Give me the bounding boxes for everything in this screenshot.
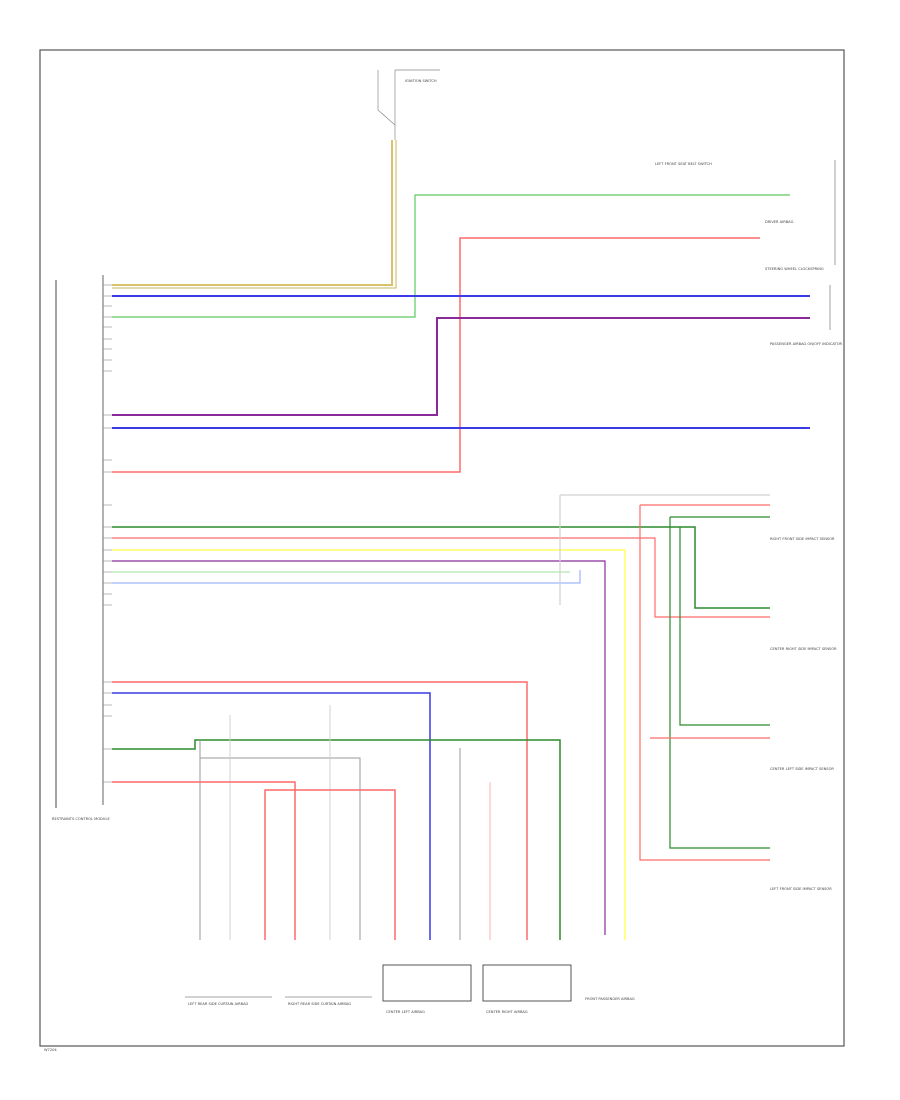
mid-right-label-4: LEFT FRONT SIDE IMPACT SENSOR (770, 887, 832, 891)
wire-red-mid (112, 537, 770, 618)
mid-right-label-3: CENTER LEFT SIDE IMPACT SENSOR (770, 767, 834, 771)
driver-airbag-label: DRIVER AIRBAG (765, 220, 794, 224)
bottom-wires (112, 681, 561, 940)
mid-right-label-1: RIGHT FRONT SIDE IMPACT SENSOR (770, 537, 835, 541)
module-label: RESTRAINTS CONTROL MODULE (52, 817, 110, 821)
bottom-label-4: CENTER RIGHT AIRBAG (486, 1010, 528, 1014)
diagram-frame (39, 49, 845, 1047)
wire-dark-green (112, 526, 770, 609)
steering-column-label: STEERING WHEEL CLOCKSPRING (765, 267, 824, 271)
right-connector-brackets (829, 160, 836, 330)
bottom-label-1: LEFT REAR SIDE CURTAIN AIRBAG (188, 1002, 249, 1006)
wire-yellow-tan-2 (112, 140, 397, 289)
bottom-connector-box-2 (482, 964, 572, 1002)
bottom-connector-box-1 (382, 964, 472, 1002)
wire-red-upper (112, 237, 760, 473)
wire-purple-1 (112, 317, 810, 416)
wire-yellow-mid (112, 549, 626, 940)
bottom-label-2: RIGHT REAR SIDE CURTAIN AIRBAG (288, 1002, 351, 1006)
mid-right-label-2: CENTER RIGHT SIDE IMPACT SENSOR (770, 647, 837, 651)
ignition-switch-symbol (377, 69, 440, 140)
bottom-label-5: FRONT PASSENGER AIRBAG (585, 997, 635, 1001)
upper-right-label: LEFT FRONT SEAT BELT SWITCH (655, 162, 712, 166)
module-pins (103, 284, 112, 783)
wire-green-upper (112, 194, 790, 318)
wire-light-blue (112, 570, 581, 584)
bottom-label-3: CENTER LEFT AIRBAG (386, 1010, 425, 1014)
ignition-label: IGNITION SWITCH (405, 79, 437, 83)
diagram-code: W7204 (44, 1048, 57, 1052)
wire-yellow-tan (112, 140, 393, 286)
pretensioner-label: PASSENGER AIRBAG ON/OFF INDICATOR (770, 342, 843, 346)
wire-purple-2 (112, 560, 606, 935)
right-connector-wires (559, 494, 770, 861)
